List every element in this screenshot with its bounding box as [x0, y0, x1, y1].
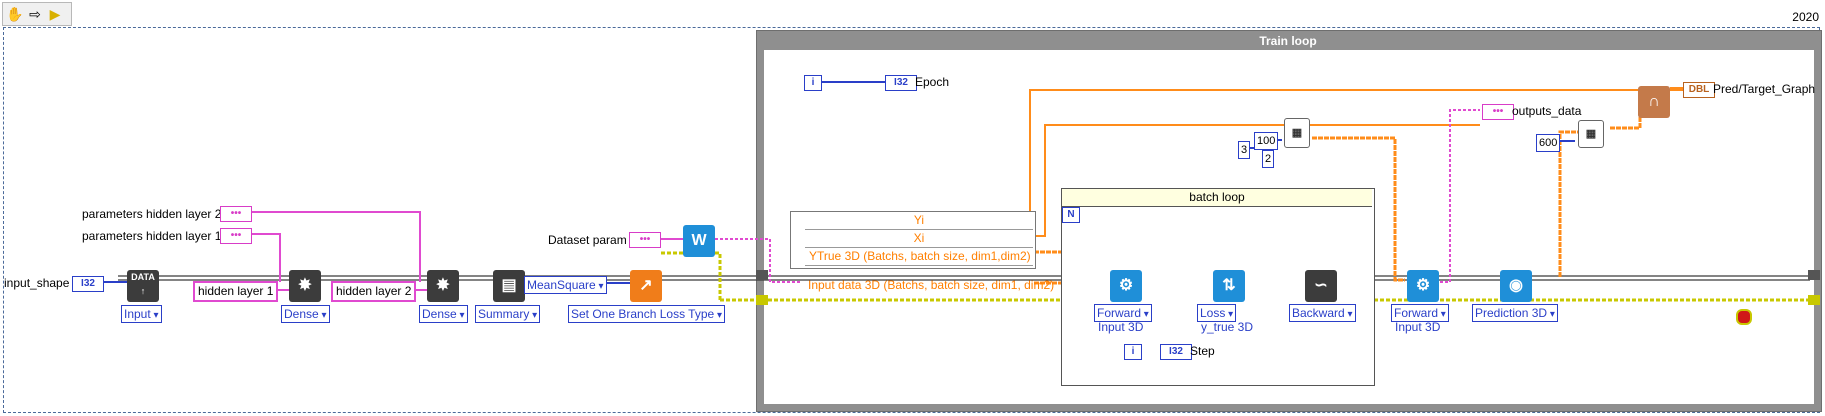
run-toolbar: ✋ ⇨ ▶ — [2, 2, 72, 26]
wire-params-1 — [250, 233, 281, 282]
cluster-row-input: Input data 3D (Batchs, batch size, dim1,… — [808, 278, 1055, 292]
dataset-cluster[interactable]: Yi Xi YTrue 3D (Batchs, batch size, dim1… — [790, 211, 1036, 269]
dataset-vi[interactable]: W — [683, 225, 715, 257]
loss-sub: y_true 3D — [1201, 320, 1254, 334]
wire-dataset-out — [715, 238, 800, 283]
input-shape-terminal[interactable]: I32 — [72, 276, 104, 292]
epoch-terminal[interactable]: I32 — [885, 75, 917, 91]
graph-label: Pred/Target_Graph — [1713, 82, 1816, 96]
cluster-row-yi: Yi — [805, 212, 1033, 230]
wire-params-2 — [250, 211, 421, 282]
tunnel-left-2 — [756, 295, 768, 305]
dense-1-vi[interactable]: ✸ — [289, 270, 321, 302]
prediction-enum[interactable]: Prediction 3D — [1472, 304, 1558, 322]
loss-vi[interactable]: ⇅ — [1213, 270, 1245, 302]
const-2[interactable]: 2 — [1262, 150, 1275, 168]
forward-1-enum[interactable]: Forward — [1094, 304, 1152, 322]
backward-enum[interactable]: Backward — [1289, 304, 1356, 322]
step-terminal[interactable]: I32 — [1160, 344, 1192, 360]
const-100[interactable]: 100 — [1254, 132, 1279, 150]
stop-icon[interactable] — [1736, 309, 1752, 325]
tunnel-right-2 — [1808, 295, 1820, 305]
step-i-terminal: i — [1124, 344, 1142, 360]
version-label: 2020 — [1792, 10, 1819, 24]
wire-reshape-out — [1312, 136, 1405, 282]
input-shape-label: input_shape — [4, 276, 70, 290]
const-3[interactable]: 3 — [1238, 141, 1251, 159]
hidden-layer-1-string[interactable]: hidden layer 1 — [193, 281, 279, 302]
wire-pred-out — [1558, 130, 1600, 277]
summary-enum[interactable]: Summary — [475, 305, 541, 323]
outputs-terminal[interactable]: ••• — [1482, 104, 1514, 120]
summary-vi[interactable]: ▤ — [493, 270, 525, 302]
meansquare-enum[interactable]: MeanSquare — [524, 276, 607, 294]
params-hidden-2-label: parameters hidden layer 2 — [82, 207, 222, 221]
tunnel-right-1 — [1808, 270, 1820, 280]
data-input-vi[interactable]: DATA↑ — [127, 270, 159, 302]
forward-1-sub: Input 3D — [1098, 320, 1144, 334]
params-hidden-1-terminal[interactable]: ••• — [220, 228, 252, 244]
wire-xi — [1034, 124, 1480, 237]
run-arrow-icon[interactable]: ▶ — [49, 6, 61, 22]
loss-enum[interactable]: Loss — [1197, 304, 1237, 322]
forward-1-vi[interactable]: ⚙ — [1110, 270, 1142, 302]
cluster-row-xi: Xi — [805, 230, 1033, 248]
loss-type-vi[interactable]: ↗ — [630, 270, 662, 302]
graph-build-vi[interactable]: ∩ — [1638, 86, 1670, 118]
hand-icon[interactable]: ✋ — [6, 6, 24, 22]
forward-2-sub: Input 3D — [1395, 320, 1441, 334]
dataset-param-label: Dataset param — [548, 233, 627, 247]
dataset-param-terminal[interactable]: ••• — [629, 232, 661, 248]
wire-error-left — [660, 251, 722, 300]
loss-type-enum[interactable]: Set One Branch Loss Type — [568, 305, 726, 323]
dense-2-enum[interactable]: Dense — [419, 305, 468, 323]
step-label: Step — [1190, 344, 1215, 358]
epoch-label: Epoch — [915, 75, 950, 89]
wire-outputs — [1440, 109, 1480, 283]
backward-vi[interactable]: ∽ — [1305, 270, 1337, 302]
epoch-i-terminal: i — [804, 75, 822, 91]
forward-2-vi[interactable]: ⚙ — [1407, 270, 1439, 302]
graph-terminal[interactable]: DBL — [1683, 82, 1715, 98]
params-hidden-1-label: parameters hidden layer 1 — [82, 229, 222, 243]
batch-loop-title: batch loop — [1062, 189, 1372, 207]
dense-2-vi[interactable]: ✸ — [427, 270, 459, 302]
reshape-2-vi[interactable]: ▦ — [1578, 120, 1604, 148]
batch-n-terminal: N — [1062, 207, 1080, 223]
hidden-layer-2-string[interactable]: hidden layer 2 — [331, 281, 417, 302]
cluster-row-ytrue: YTrue 3D (Batchs, batch size, dim1,dim2) — [805, 248, 1033, 266]
forward-2-enum[interactable]: Forward — [1391, 304, 1449, 322]
tunnel-left-1 — [756, 270, 768, 280]
const-600[interactable]: 600 — [1536, 134, 1561, 152]
reshape-vi[interactable]: ▦ — [1284, 118, 1310, 148]
input-enum[interactable]: Input — [121, 305, 162, 323]
arrow-icon[interactable]: ⇨ — [29, 6, 41, 22]
train-loop-title: Train loop — [1259, 34, 1317, 48]
prediction-vi[interactable]: ◉ — [1500, 270, 1532, 302]
dense-1-enum[interactable]: Dense — [281, 305, 330, 323]
outputs-label: outputs_data — [1512, 104, 1582, 118]
params-hidden-2-terminal[interactable]: ••• — [220, 206, 252, 222]
